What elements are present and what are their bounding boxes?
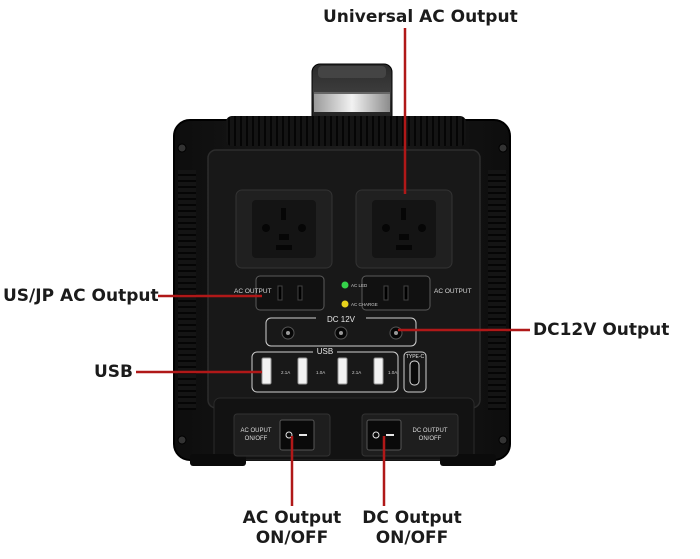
us-jp-ac-output-callout: US/JP AC Output: [3, 286, 159, 306]
ac-switch-label: AC OUPUT: [240, 428, 271, 434]
ac-charge-label: AC CHARGE: [351, 302, 378, 307]
dc-switch-label: DC OUTPUT: [413, 428, 448, 434]
ac-output-on-off-line1: AC Output: [232, 508, 352, 528]
usb-panel-label: USB: [317, 347, 333, 356]
usb-port: [374, 358, 383, 384]
ac-output-on-off-line2: ON/OFF: [232, 528, 352, 548]
type-c-label: TYPE-C: [406, 354, 425, 360]
ac-output-switch[interactable]: [280, 420, 314, 450]
type-c-port: [410, 361, 419, 385]
usb-rating-label: 2.1A: [281, 370, 290, 375]
ac-output-label-right: AC OUTPUT: [434, 288, 472, 295]
ac-output-on-off-callout: AC Output ON/OFF: [232, 508, 352, 548]
usb-port: [298, 358, 307, 384]
usb-rating-label: 1.0A: [316, 370, 325, 375]
ac-led-label: AC LED: [351, 283, 368, 288]
usb-rating-label: 2.1A: [352, 370, 361, 375]
ac-charge-indicator: [342, 301, 349, 308]
ac-switch-label: ON/OFF: [245, 436, 268, 442]
ac-led-indicator: [342, 282, 349, 289]
universal-ac-socket-left: [236, 190, 332, 268]
usb-callout: USB: [94, 362, 133, 382]
dc-output-on-off-line2: ON/OFF: [350, 528, 474, 548]
universal-ac-socket-right: [356, 190, 452, 268]
screw-icon: [178, 436, 186, 444]
universal-ac-output-callout: Universal AC Output: [323, 7, 518, 27]
dc12v-output-callout: DC12V Output: [533, 320, 669, 340]
screw-icon: [178, 144, 186, 152]
ac-output-label-left: AC OUTPUT: [234, 288, 272, 295]
dc-12v-label: DC 12V: [327, 315, 356, 324]
dc-output-on-off-line1: DC Output: [350, 508, 474, 528]
screw-icon: [499, 436, 507, 444]
screw-icon: [499, 144, 507, 152]
dc-switch-label: ON/OFF: [419, 436, 442, 442]
usb-port: [338, 358, 347, 384]
dc-switch-panel: [362, 414, 458, 456]
ac-switch-panel: [234, 414, 330, 456]
usb-port: [262, 358, 271, 384]
dc-output-on-off-callout: DC Output ON/OFF: [350, 508, 474, 548]
usb-rating-label: 1.0A: [388, 370, 397, 375]
